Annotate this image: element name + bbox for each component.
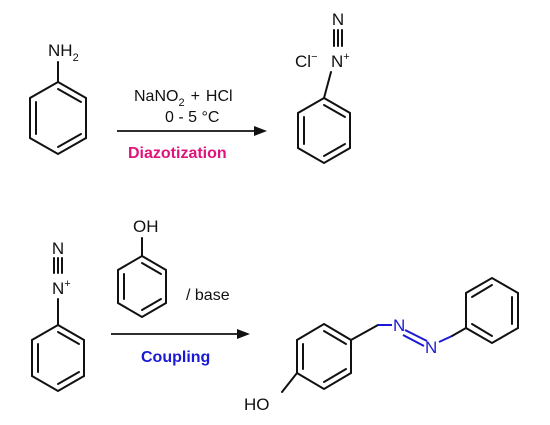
- diazotization-label: Diazotization: [128, 145, 227, 162]
- cationic-nitrogen-label: N+: [331, 51, 350, 71]
- counterion-label: Cl−: [295, 51, 318, 71]
- reaction1-conditions: NaNO2+HCl 0 - 5 °C Diazotization: [117, 88, 267, 162]
- hydroxy-label: HO: [244, 395, 270, 414]
- azo-nitrogen-1: N: [393, 316, 405, 335]
- diazo-triple-bond: [333, 29, 343, 47]
- hydroxyl-label: OH: [133, 217, 159, 236]
- reagents-label: NaNO2+HCl: [134, 88, 233, 109]
- aniline-molecule: NH2: [29, 41, 87, 156]
- aniline-ring: [29, 61, 87, 156]
- hydroxyphenyl-ring: [281, 322, 379, 393]
- phenol-ring: [117, 237, 167, 319]
- reaction2-arrow-head: [237, 329, 250, 339]
- cationic-nitrogen-label-2: N+: [52, 278, 71, 298]
- terminal-nitrogen-label-2: N: [52, 239, 64, 258]
- azo-bridge: N N: [378, 316, 453, 357]
- terminal-nitrogen-label: N: [332, 10, 344, 29]
- diazo-triple-bond-2: [53, 257, 63, 274]
- phenol-reagent: OH: [117, 217, 167, 319]
- phenyl-ring-1: [297, 71, 351, 165]
- azo-product: HO N N: [244, 276, 519, 414]
- azo-nitrogen-2: N: [425, 338, 437, 357]
- reaction2-conditions: / base Coupling: [111, 287, 250, 366]
- coupling-label: Coupling: [141, 349, 210, 366]
- reaction1-arrow-head: [254, 126, 267, 136]
- benzenediazonium-chloride: N Cl− N+: [295, 10, 351, 165]
- amino-group-label: NH2: [48, 41, 79, 64]
- temperature-label: 0 - 5 °C: [165, 109, 219, 126]
- base-label: / base: [186, 287, 230, 304]
- phenyl-ring-2: [31, 298, 85, 393]
- phenyl-ring-3: [451, 276, 519, 345]
- diazonium-reactant: N N+: [31, 239, 85, 393]
